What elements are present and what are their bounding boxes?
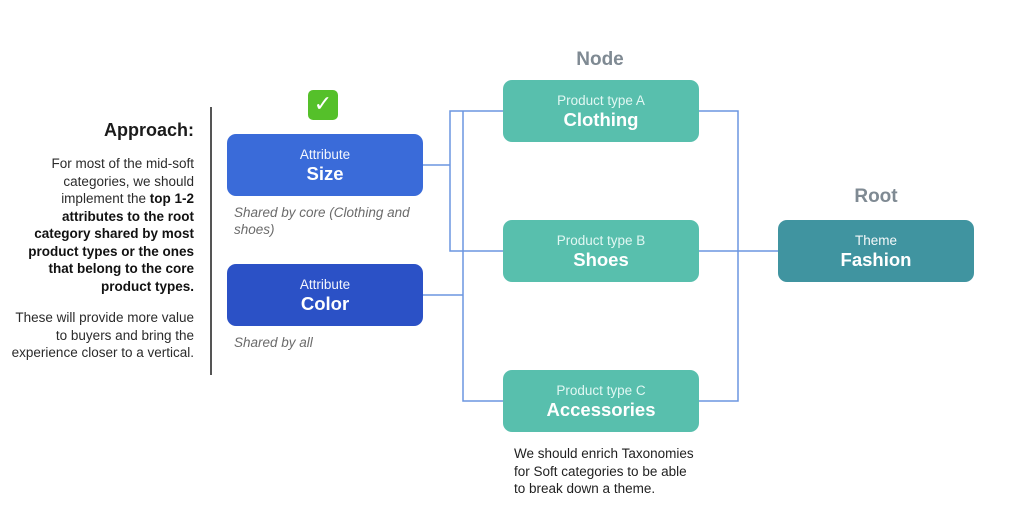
connector-to-theme (699, 110, 778, 402)
attribute-label: Attribute (299, 276, 351, 292)
attribute-name: Size (306, 162, 344, 184)
connector-size (423, 110, 503, 252)
product-type-label: Product type B (556, 232, 646, 248)
approach-text-p1: For most of the mid-soft categories, we … (51, 156, 194, 206)
check-mark-icon: ✓ (308, 90, 338, 120)
approach-text-bold: top 1-2 attributes to the root category … (28, 191, 194, 294)
product-type-label: Product type A (557, 92, 645, 108)
attribute-size-box: Attribute Size (227, 134, 423, 196)
approach-title: Approach: (104, 120, 194, 140)
approach-text-p2: These will provide more value to buyers … (11, 310, 194, 360)
vertical-divider (210, 107, 212, 375)
theme-name: Fashion (840, 248, 912, 270)
theme-fashion-box: Theme Fashion (778, 220, 974, 282)
product-type-clothing-box: Product type A Clothing (503, 80, 699, 142)
attribute-size-note: Shared by core (Clothing and shoes) (234, 205, 410, 237)
theme-label: Theme (854, 232, 898, 248)
attribute-label: Attribute (299, 146, 351, 162)
product-type-accessories-box: Product type C Accessories (503, 370, 699, 432)
attribute-name: Color (300, 292, 350, 314)
product-type-name: Clothing (563, 108, 639, 130)
product-type-shoes-box: Product type B Shoes (503, 220, 699, 282)
bottom-note: We should enrich Taxonomies for Soft cat… (514, 446, 694, 496)
attribute-color-box: Attribute Color (227, 264, 423, 326)
product-type-name: Accessories (546, 398, 656, 420)
node-heading: Node (576, 49, 624, 70)
root-heading: Root (854, 186, 898, 207)
approach-text: For most of the mid-soft categories, we … (10, 155, 194, 376)
product-type-label: Product type C (556, 382, 646, 398)
connector-color (423, 111, 503, 402)
attribute-color-note: Shared by all (234, 335, 313, 350)
product-type-name: Shoes (573, 248, 629, 270)
